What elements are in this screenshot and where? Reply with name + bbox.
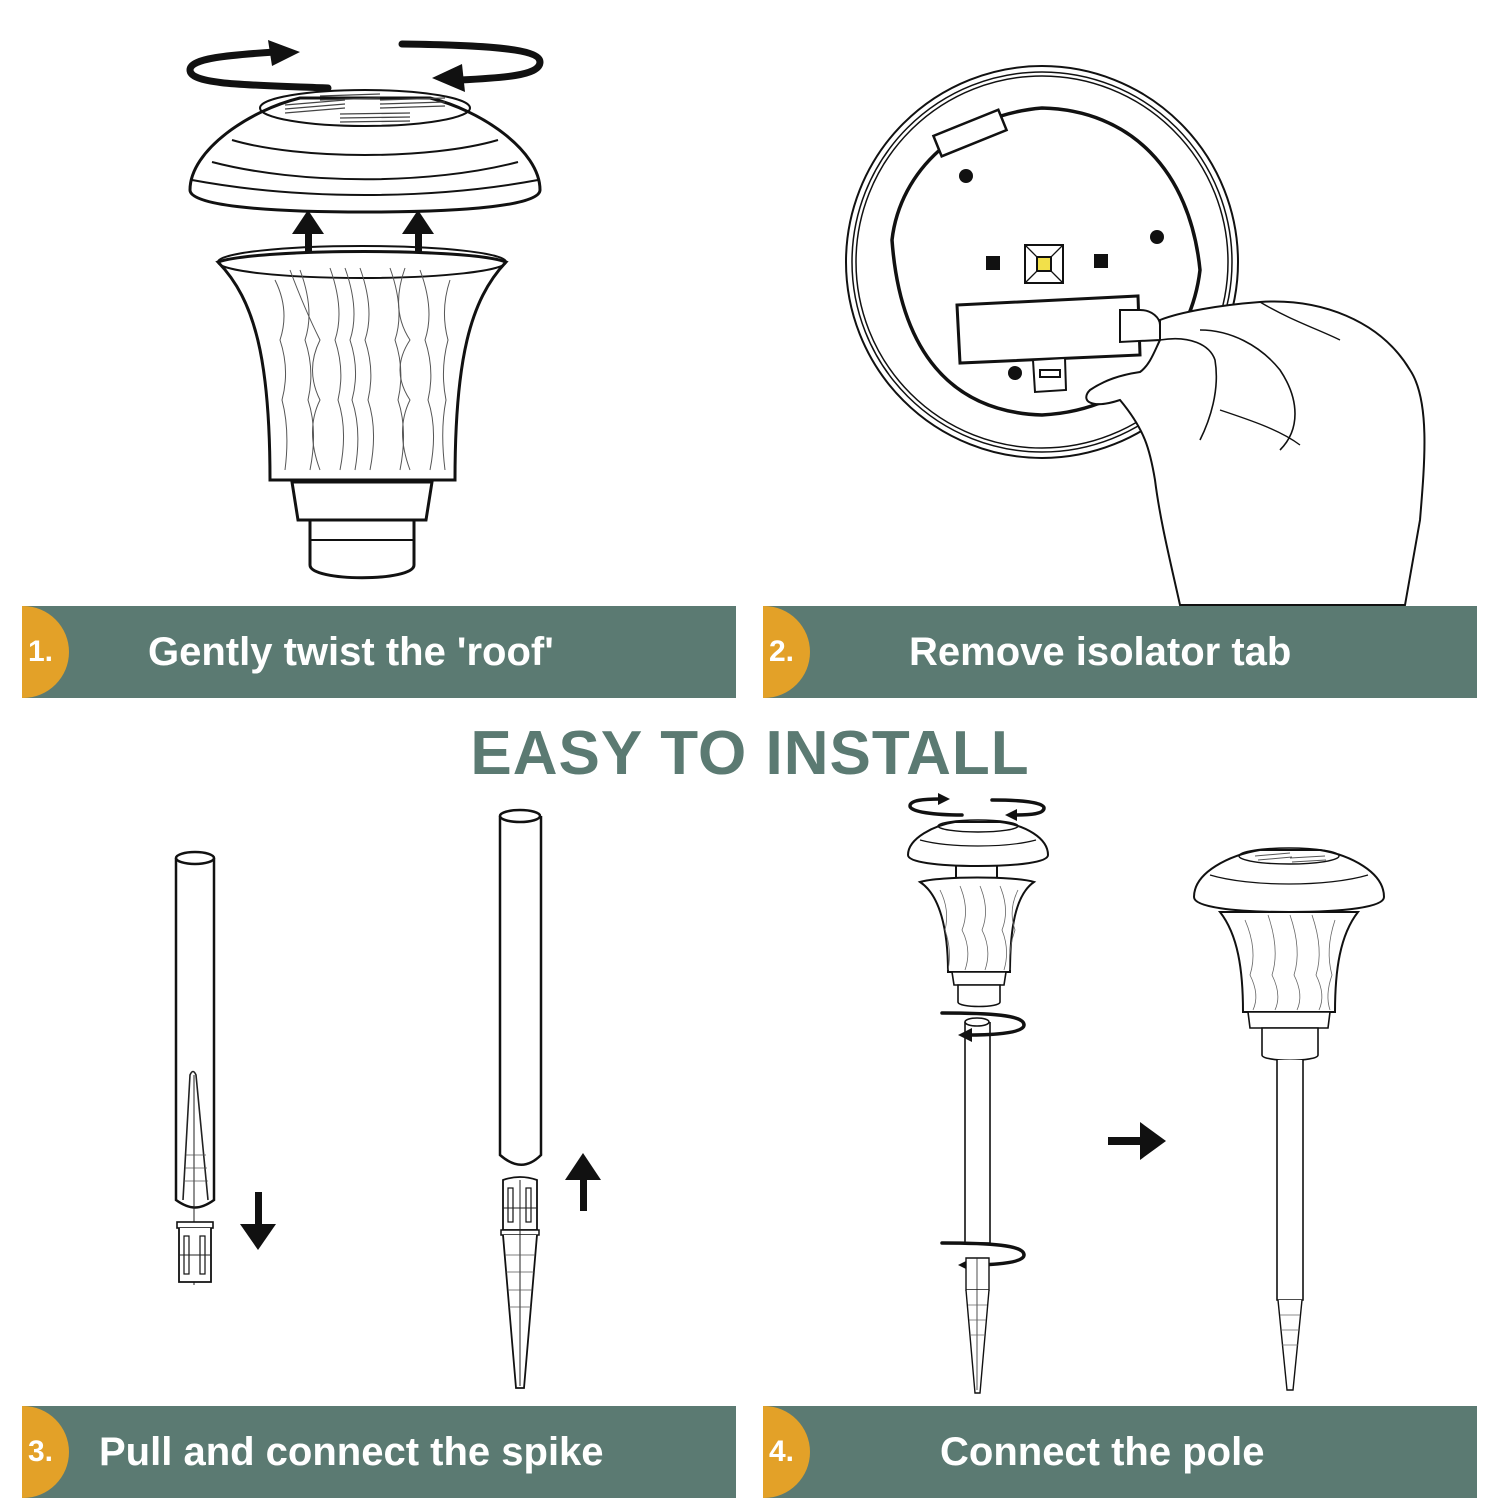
step-label: Connect the pole — [940, 1430, 1265, 1474]
arrow-right-icon — [1108, 1122, 1166, 1160]
step-3-illustration — [0, 790, 740, 1400]
step-number: 2. — [769, 635, 795, 668]
arrow-down-icon — [240, 1192, 276, 1250]
arrow-up-icon — [565, 1153, 601, 1211]
step-number: 1. — [28, 635, 54, 668]
step-label: Pull and connect the spike — [99, 1430, 604, 1474]
page-title: EASY TO INSTALL — [470, 719, 1030, 788]
step-1-illustration — [0, 0, 740, 600]
step-number: 3. — [28, 1435, 54, 1468]
step-number: 4. — [769, 1435, 795, 1468]
step-1-banner: 1. Gently twist the 'roof' — [22, 606, 736, 698]
step-2-banner: 2. Remove isolator tab — [763, 606, 1477, 698]
step-3-banner: 3. Pull and connect the spike — [22, 1406, 736, 1498]
hand-icon — [1085, 300, 1426, 606]
step-4-banner: 4. Connect the pole — [763, 1406, 1477, 1498]
pole-with-spike-stored — [174, 850, 216, 1285]
lamp-roof — [188, 89, 542, 214]
lamp-base-underside — [845, 65, 1239, 459]
assembled-lamp — [1192, 847, 1386, 1391]
lamp-shade — [917, 876, 1037, 1008]
lamp-shade — [215, 245, 509, 580]
step-label: Remove isolator tab — [909, 630, 1292, 674]
led-chip — [1024, 244, 1064, 284]
step-4-illustration — [760, 790, 1500, 1400]
rotate-arrow-icon — [186, 40, 544, 92]
step-label: Gently twist the 'roof' — [148, 630, 554, 674]
ground-spike — [965, 1257, 990, 1394]
pole — [940, 1011, 1026, 1272]
step-2-illustration — [760, 0, 1500, 606]
ground-spike — [500, 1176, 540, 1389]
arrow-up-icon — [292, 210, 434, 270]
rotate-arrow-icon — [908, 793, 1046, 821]
lamp-roof — [906, 819, 1050, 868]
pole — [498, 808, 543, 1166]
